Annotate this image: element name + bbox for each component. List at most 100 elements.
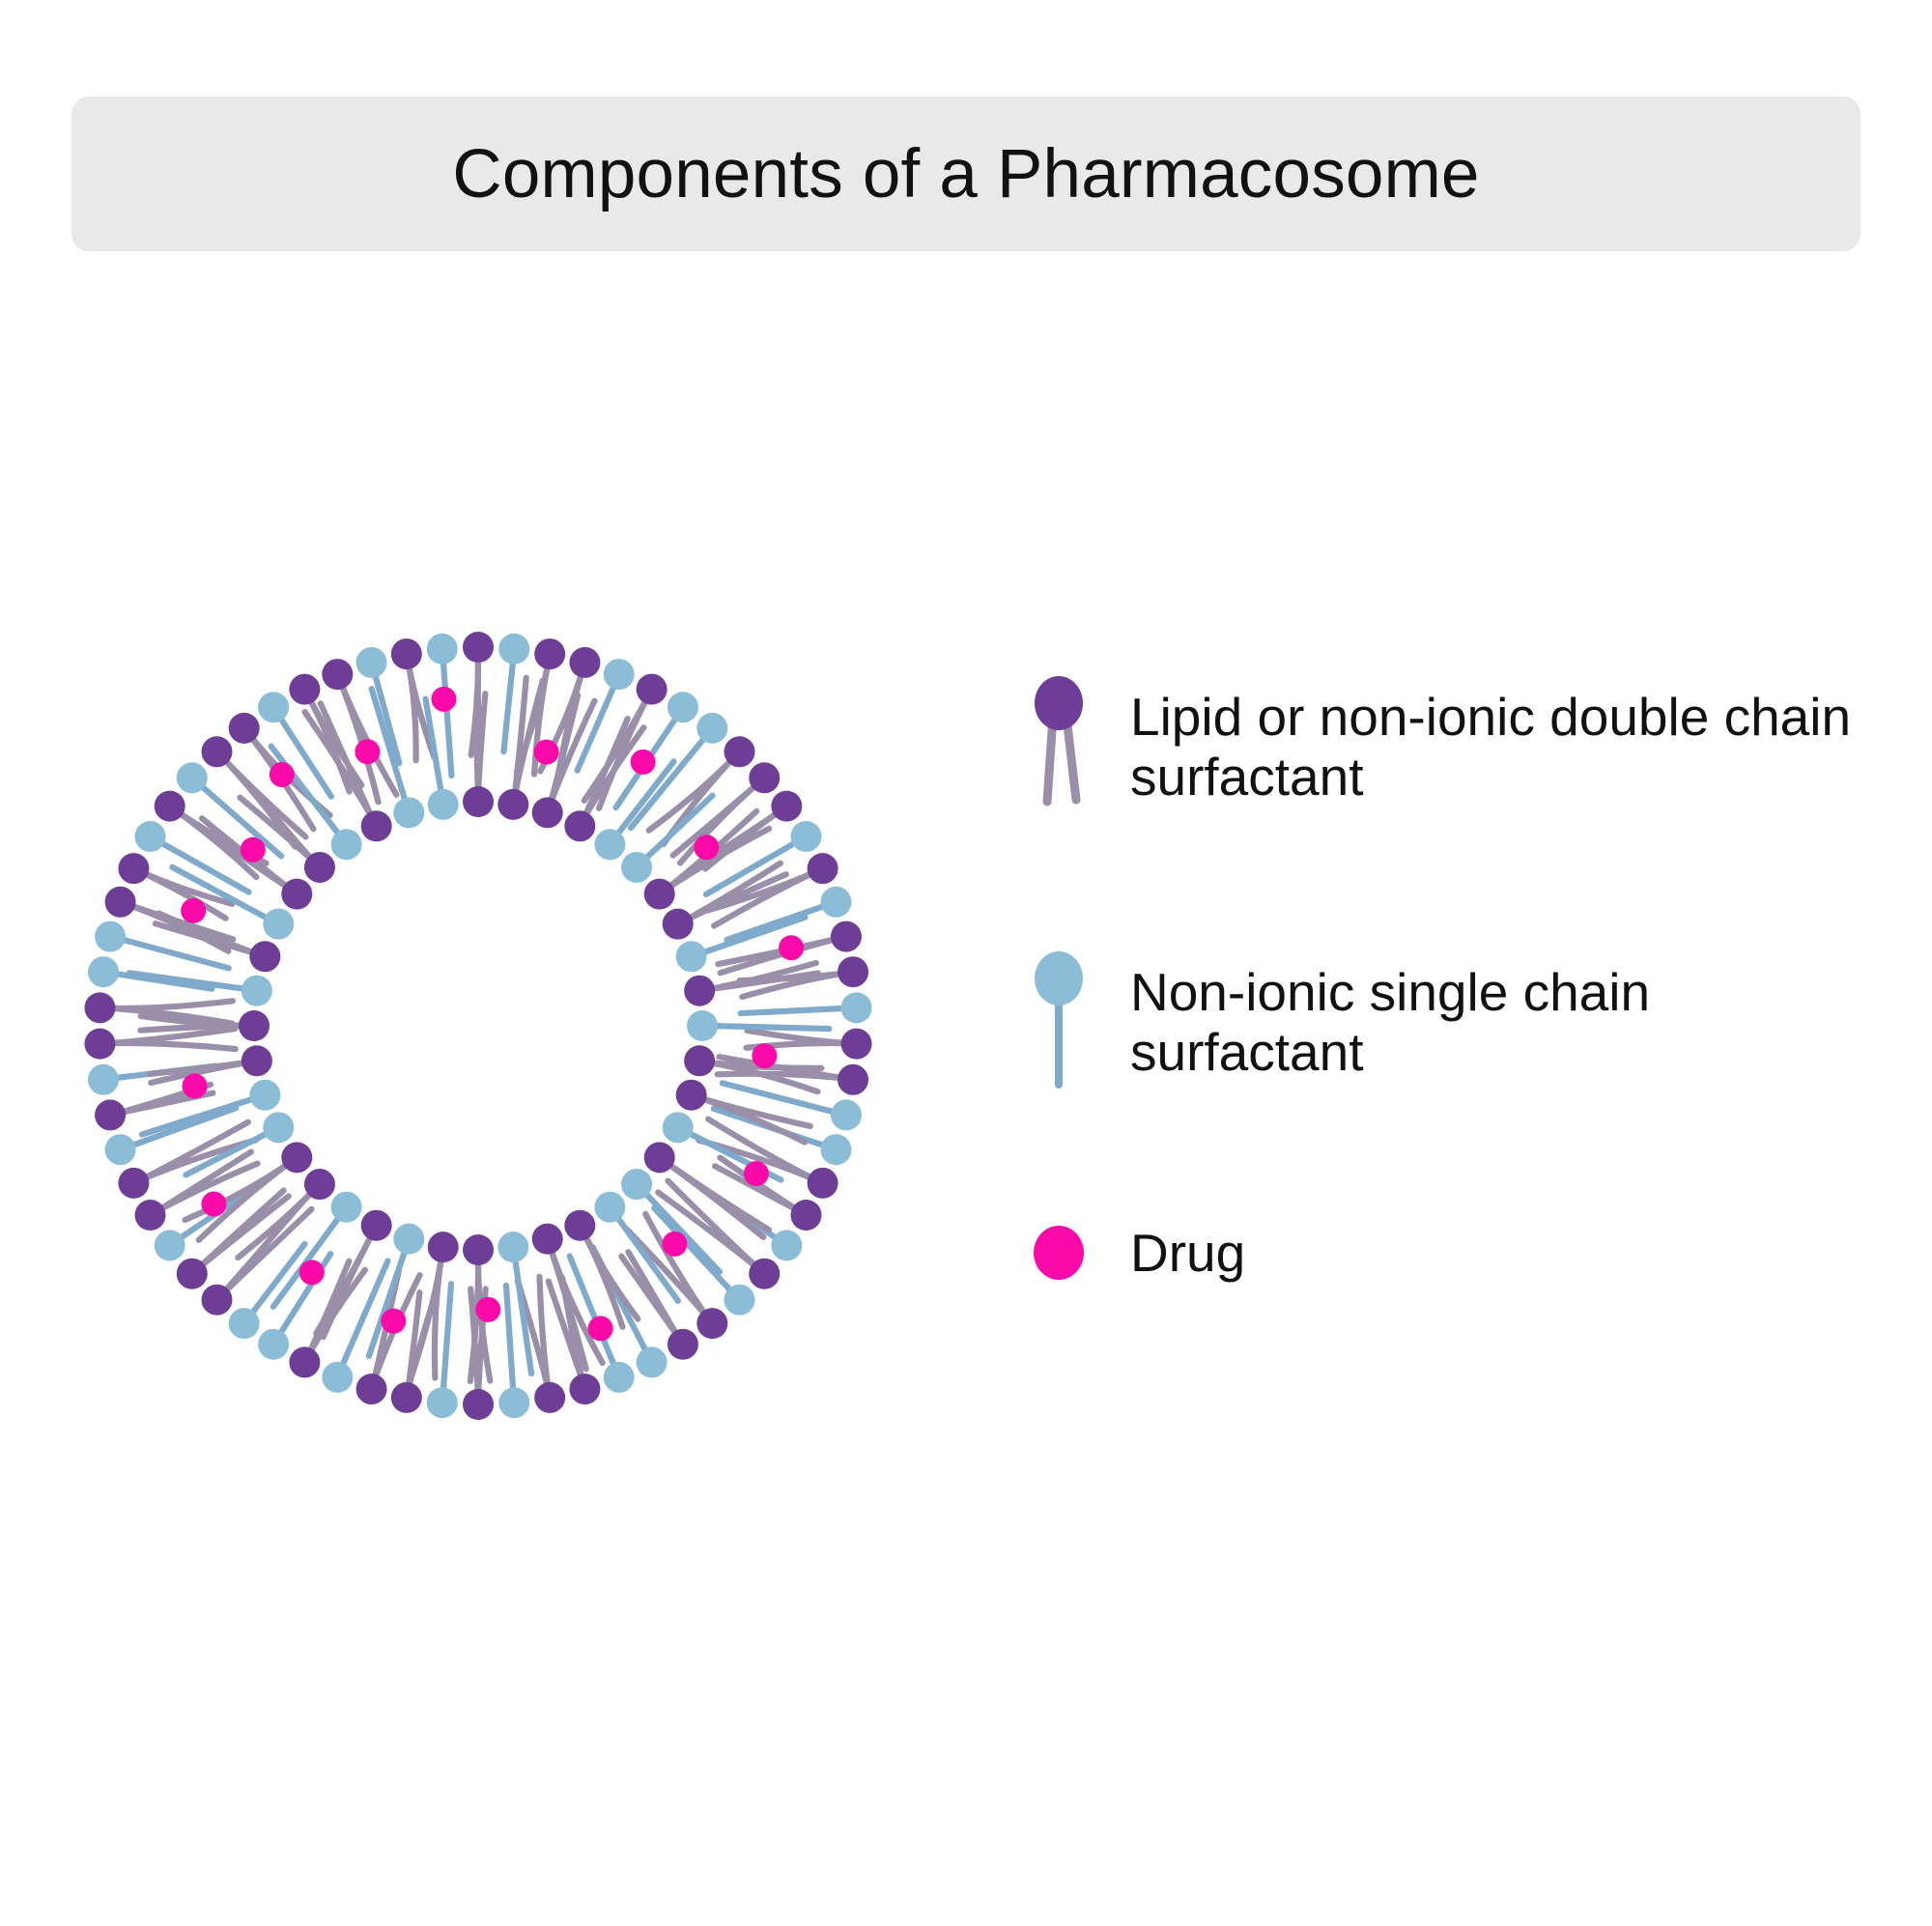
lipid-tail <box>138 868 229 921</box>
lipid-head <box>771 790 803 822</box>
lipid-tail <box>156 910 261 957</box>
lipid-head <box>790 1200 822 1231</box>
single-chain-head <box>95 921 127 952</box>
lipid-head <box>749 762 781 794</box>
drug-molecule <box>381 1308 407 1334</box>
drug-molecule <box>587 1316 613 1342</box>
single-chain-tail <box>639 1187 724 1275</box>
lipid-head <box>463 786 494 817</box>
lipid-head <box>564 1209 596 1241</box>
lipid-tail <box>696 1094 809 1146</box>
single-chain-head <box>636 1346 668 1378</box>
single-chain-tail <box>719 1080 841 1117</box>
single-chain-tail <box>195 779 285 860</box>
lipid-head <box>118 1167 150 1199</box>
single-chain-tail <box>500 654 517 755</box>
single-chain-head <box>498 1387 530 1419</box>
lipid-tail <box>665 1177 761 1272</box>
single-chain-tail <box>337 1258 391 1373</box>
single-chain-tail <box>511 1252 535 1377</box>
single-chain-head <box>830 1099 862 1131</box>
lipid-head <box>303 1169 335 1201</box>
lipid-tail <box>547 697 598 808</box>
single-chain-tail <box>696 914 809 957</box>
pharmacosome-vesicle-diagram <box>84 632 872 1420</box>
drug-dot-icon <box>1024 1222 1130 1299</box>
single-chain-head <box>104 1134 136 1166</box>
single-chain-head <box>393 797 425 829</box>
lipid-head <box>104 886 136 918</box>
lipid-head <box>360 810 392 842</box>
single-chain-tail <box>125 1105 240 1150</box>
lipid-tail <box>195 1193 292 1272</box>
lipid-head <box>390 1381 422 1413</box>
drug-molecule <box>475 1296 501 1322</box>
lipid-tail <box>182 1159 294 1224</box>
lipid-head <box>281 878 313 910</box>
single-chain-tail <box>574 679 619 774</box>
lipid-tail <box>625 1249 682 1341</box>
drug-molecule <box>182 1073 208 1099</box>
inner-leaflet-group <box>126 674 833 1385</box>
lipid-head <box>463 632 494 663</box>
lipid-head <box>463 1234 494 1265</box>
lipid-head <box>118 853 150 885</box>
diagram-area <box>84 632 872 1420</box>
lipid-tail <box>581 694 651 804</box>
single-chain-tail <box>274 711 335 800</box>
lipid-tail <box>704 1059 821 1095</box>
drug-molecule <box>181 897 207 923</box>
lipid-double-chain-icon <box>1024 676 1130 821</box>
lipid-head <box>662 908 694 940</box>
lipid-head <box>303 851 335 883</box>
lipid-head <box>531 1223 563 1255</box>
single-chain-tail <box>365 1243 410 1359</box>
lipid-head <box>289 673 321 705</box>
legend-item-single-chain[interactable]: Non-ionic single chain surfactant <box>1024 951 1893 1096</box>
lipid-head <box>289 1346 321 1378</box>
single-chain-head <box>258 1328 290 1360</box>
lipid-head <box>830 921 862 952</box>
single-chain-head <box>134 821 166 852</box>
single-chain-head <box>594 1191 626 1223</box>
lipid-head <box>176 1258 208 1289</box>
lipid-tail <box>663 825 773 892</box>
single-chain-tail <box>502 1282 517 1398</box>
lipid-head <box>360 1209 392 1241</box>
lipid-head <box>281 1142 313 1174</box>
single-chain-tail <box>627 731 710 832</box>
single-chain-head <box>355 646 387 678</box>
legend-item-drug[interactable]: Drug <box>1024 1222 1893 1299</box>
single-chain-head <box>87 1063 119 1095</box>
single-chain-tail <box>566 1253 619 1373</box>
single-chain-tail <box>368 686 410 808</box>
lipid-head <box>154 790 185 822</box>
lipid-tail <box>317 700 376 822</box>
lipid-head <box>569 1374 601 1405</box>
legend-item-lipid-double-chain[interactable]: Lipid or non-ionic double chain surfacta… <box>1024 676 1893 821</box>
single-chain-head <box>249 1079 281 1111</box>
lipid-head <box>838 1063 869 1095</box>
drug-molecule <box>533 739 559 765</box>
lipid-tail <box>704 970 821 993</box>
lipid-head <box>838 956 869 988</box>
drug-molecules-group <box>181 686 805 1342</box>
single-chain-surfactant-icon <box>1024 951 1130 1096</box>
lipid-tail <box>511 677 546 800</box>
single-chain-tail <box>737 1005 851 1017</box>
single-chain-tail <box>422 695 445 800</box>
single-chain-head <box>662 1112 694 1144</box>
single-chain-head <box>667 692 698 723</box>
drug-molecule <box>431 686 457 712</box>
single-chain-head <box>426 1387 458 1419</box>
single-chain-tail <box>126 970 252 993</box>
lipid-tail <box>581 1230 626 1330</box>
single-chain-head <box>263 1112 295 1144</box>
lipid-head <box>534 638 566 670</box>
lipid-head <box>531 797 563 829</box>
single-chain-tail <box>651 1204 737 1297</box>
lipid-head <box>840 1028 872 1060</box>
single-chain-head <box>330 1191 362 1223</box>
single-chain-head <box>724 1284 755 1316</box>
